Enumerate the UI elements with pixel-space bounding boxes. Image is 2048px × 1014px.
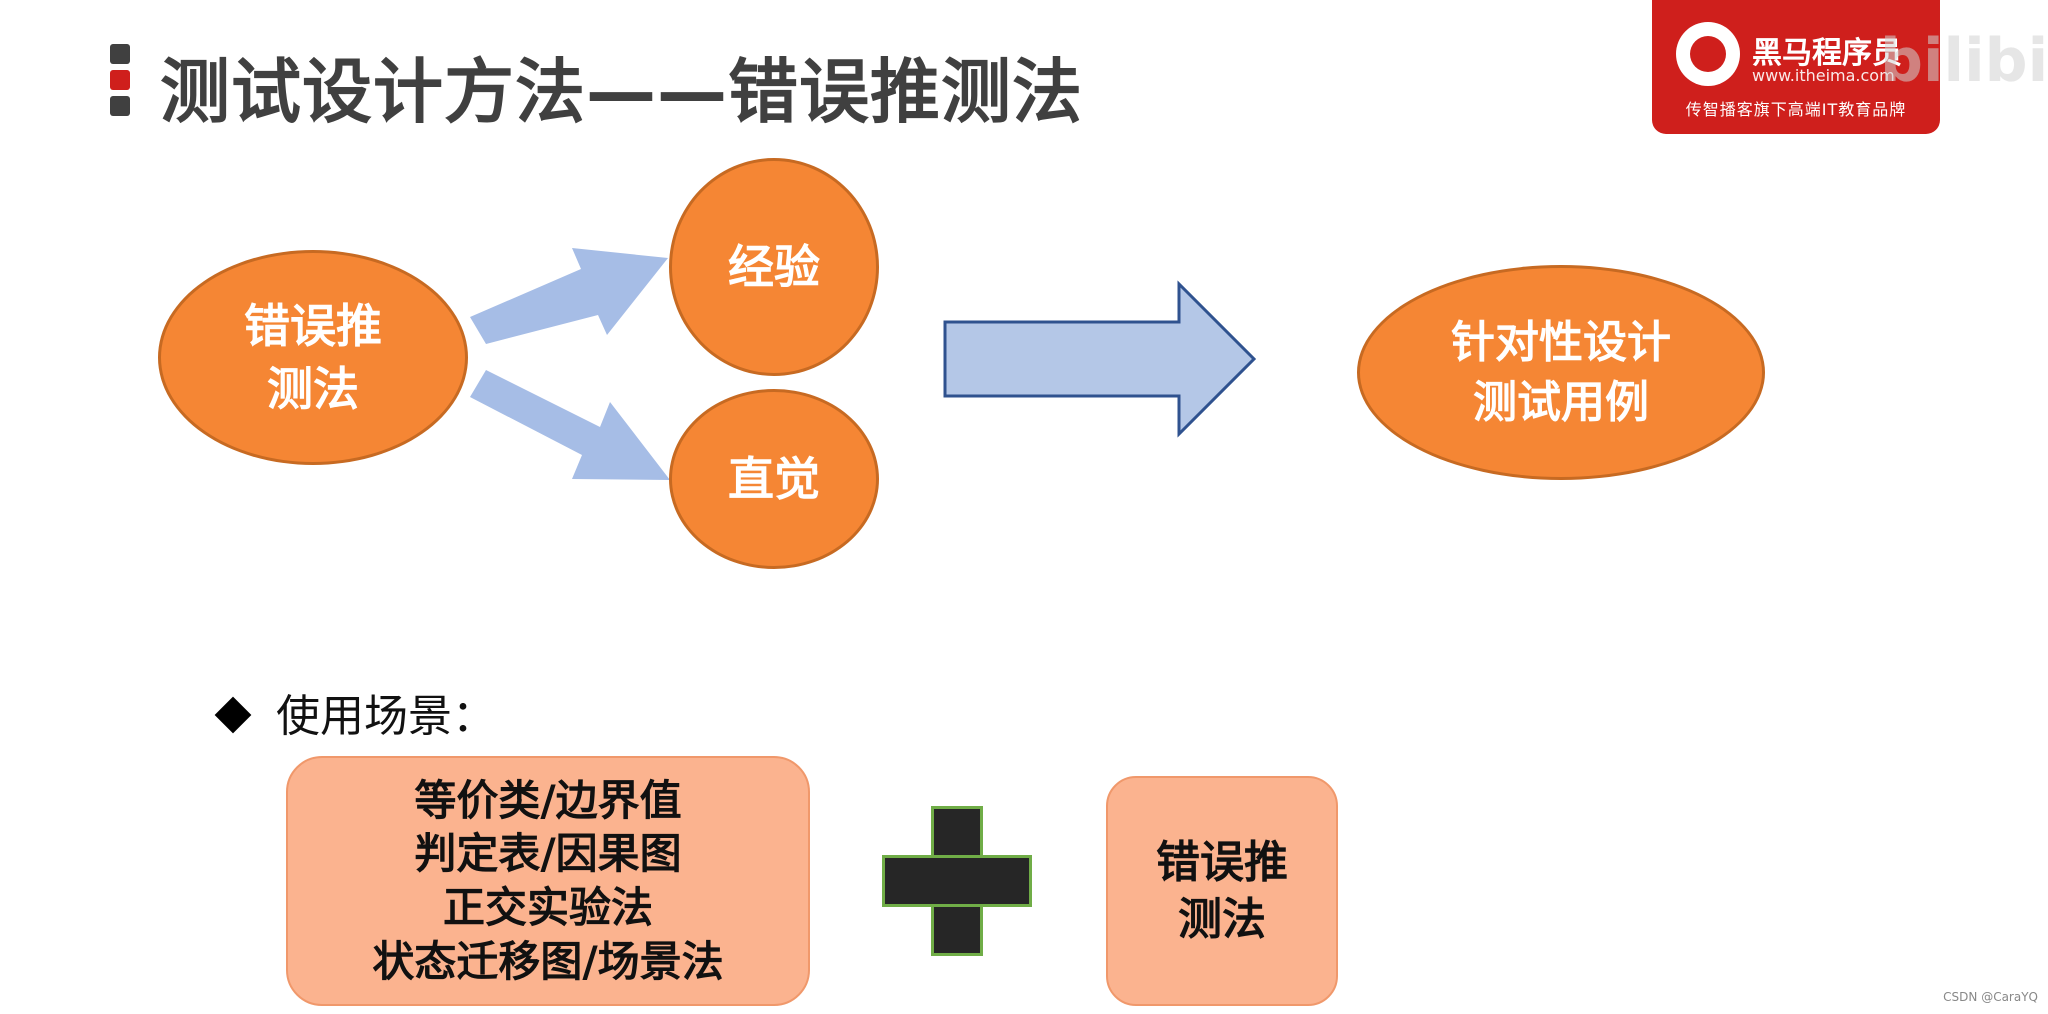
method-line: 正交实验法 [442, 883, 653, 932]
title-bullet-bottom [110, 96, 130, 116]
box-label-line: 测法 [1178, 894, 1266, 945]
source-credit: CSDN @CaraYQ [1943, 990, 2038, 1004]
error-guessing-box: 错误推 测法 [1106, 776, 1338, 1006]
title-bullet-top [110, 44, 130, 64]
intuition-node: 直觉 [669, 389, 879, 569]
box-label-line: 错误推 [1156, 836, 1288, 888]
node-label-line: 测试用例 [1473, 376, 1649, 428]
method-line: 判定表/因果图 [414, 829, 682, 879]
brand-logo: 黑马程序员 www.itheima.com 传智播客旗下高端IT教育品牌 [1652, 0, 1940, 134]
node-label-line: 错误推 [244, 299, 382, 354]
title-bullet-middle [110, 70, 130, 90]
page-title: 测试设计方法——错误推测法 [160, 51, 1083, 133]
method-line: 等价类/边界值 [414, 775, 682, 825]
design-methods-box: 等价类/边界值 判定表/因果图 正交实验法 状态迁移图/场景法 [286, 756, 810, 1006]
logo-name: 黑马程序员 [1752, 36, 1902, 71]
error-guessing-node: 错误推 测法 [158, 250, 468, 465]
experience-node: 经验 [669, 158, 879, 376]
horse-logo-icon [1676, 22, 1740, 86]
node-label-line: 测法 [267, 361, 359, 416]
node-label: 直觉 [728, 451, 820, 506]
node-label: 经验 [728, 239, 820, 294]
logo-url: www.itheima.com [1752, 66, 1895, 85]
node-label-line: 针对性设计 [1451, 317, 1671, 369]
big-right-arrow [943, 280, 1257, 438]
diamond-bullet-icon [214, 696, 252, 734]
usage-scenario-heading: 使用场景： [214, 680, 496, 744]
targeted-test-cases-node: 针对性设计 测试用例 [1357, 265, 1765, 480]
arrow-to-experience [470, 248, 668, 344]
plus-icon-center [934, 858, 980, 904]
method-line: 状态迁移图/场景法 [372, 936, 724, 986]
arrow-to-intuition [470, 370, 670, 480]
bilibili-watermark: bilibili [1880, 26, 2048, 96]
usage-scenario-label: 使用场景： [276, 691, 496, 742]
logo-slogan: 传智播客旗下高端IT教育品牌 [1685, 100, 1907, 119]
